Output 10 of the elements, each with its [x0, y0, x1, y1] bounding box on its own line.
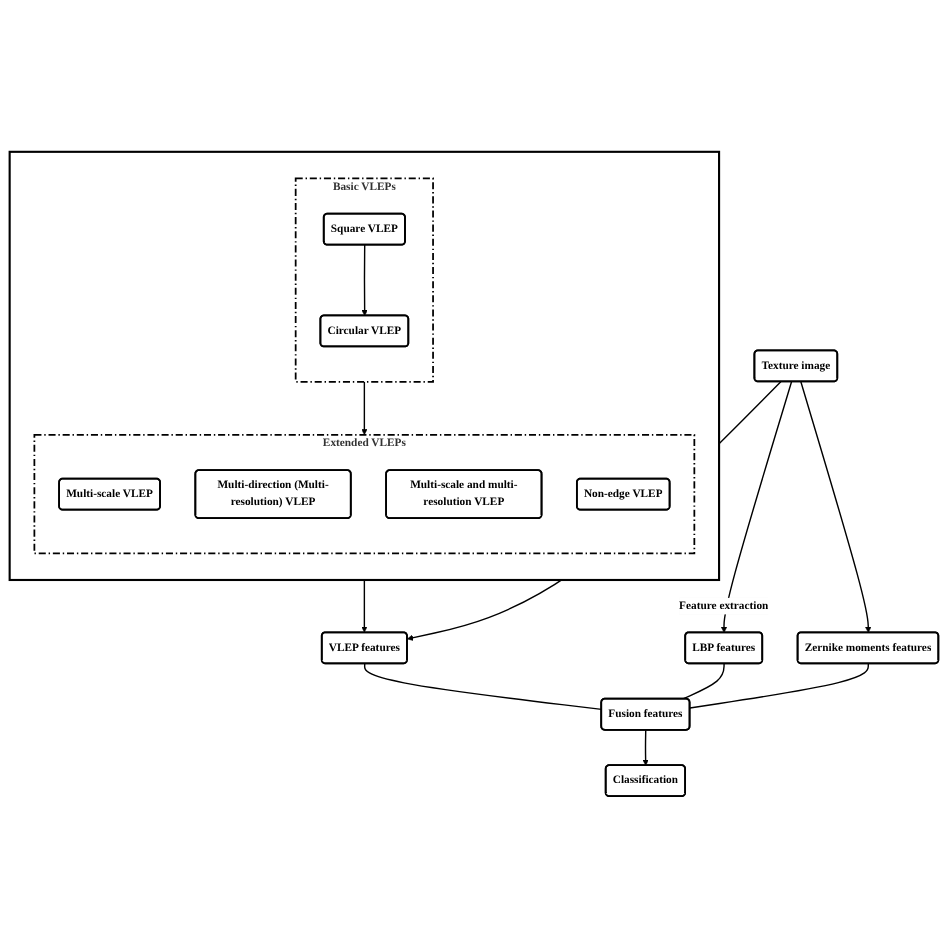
arrow [361, 579, 368, 633]
connector [363, 663, 603, 711]
arrow [642, 729, 649, 766]
arrow [361, 244, 368, 316]
arrow [361, 381, 368, 436]
arrow [800, 381, 872, 633]
arrow [720, 381, 793, 633]
connector [689, 663, 870, 709]
cluster [8, 150, 721, 582]
connector [681, 663, 725, 700]
